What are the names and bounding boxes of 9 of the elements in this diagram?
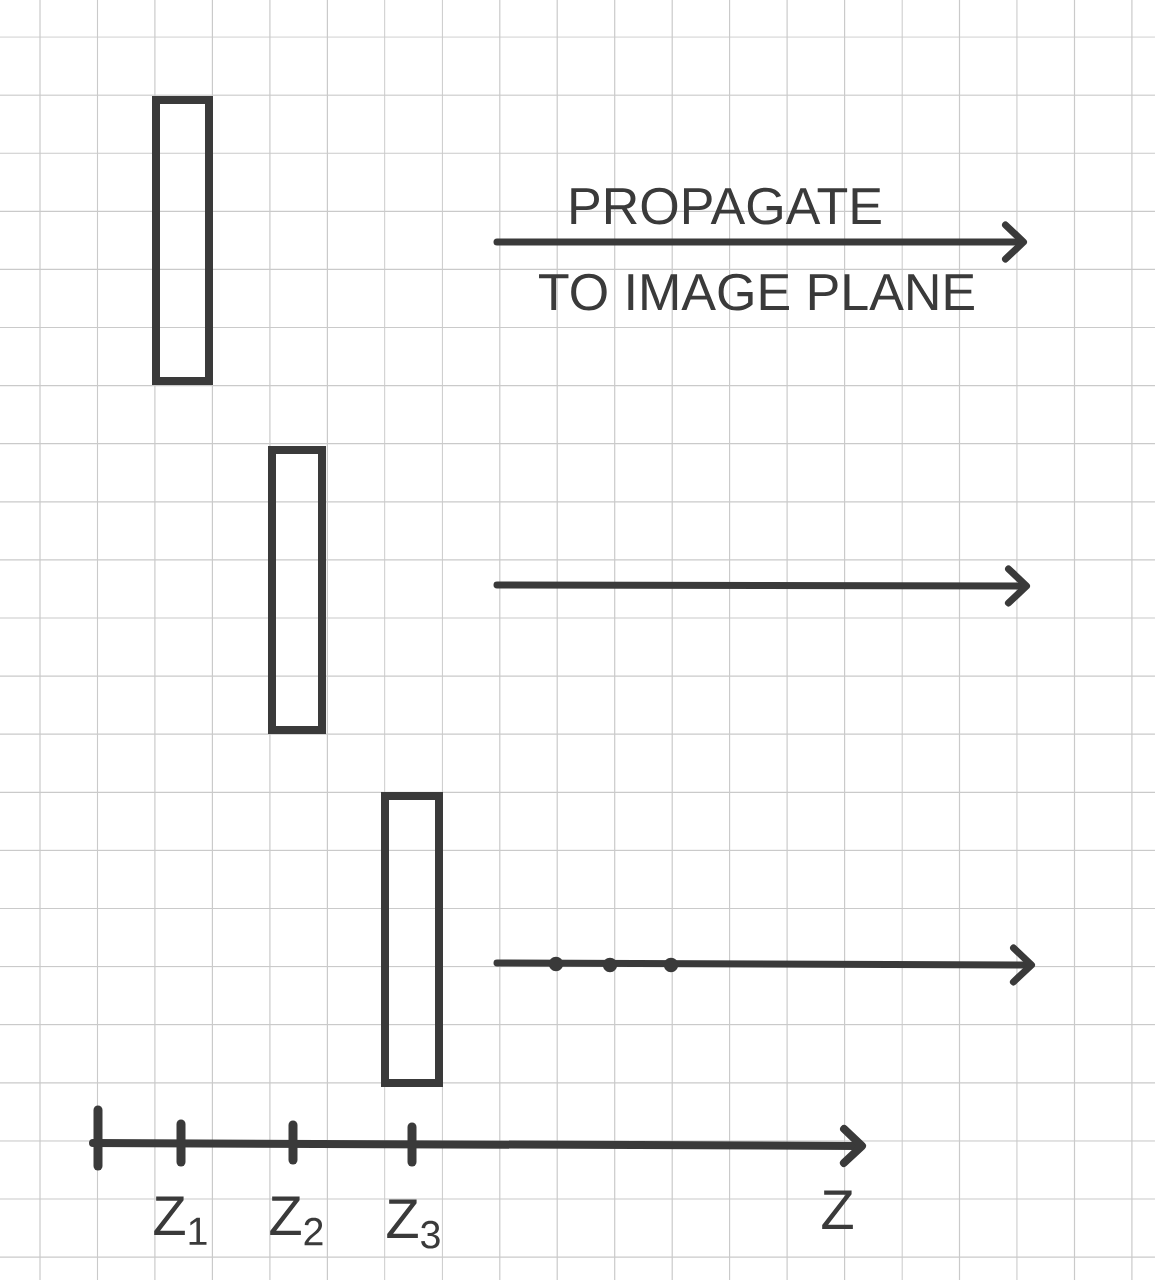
arrow-label: TO IMAGE PLANE: [539, 273, 974, 311]
slab-rectangle: [268, 446, 326, 734]
slab-rectangle: [381, 792, 443, 1087]
slab-rectangle: [152, 96, 213, 385]
tick-label: Z$_{2}$: [270, 1196, 323, 1246]
tick-label: Z$_{1}$: [154, 1196, 207, 1245]
axis-label: Z: [822, 1190, 853, 1229]
tick-label: Z$_{3}$: [387, 1199, 440, 1249]
arrow-label: PROPAGATE: [571, 187, 881, 225]
